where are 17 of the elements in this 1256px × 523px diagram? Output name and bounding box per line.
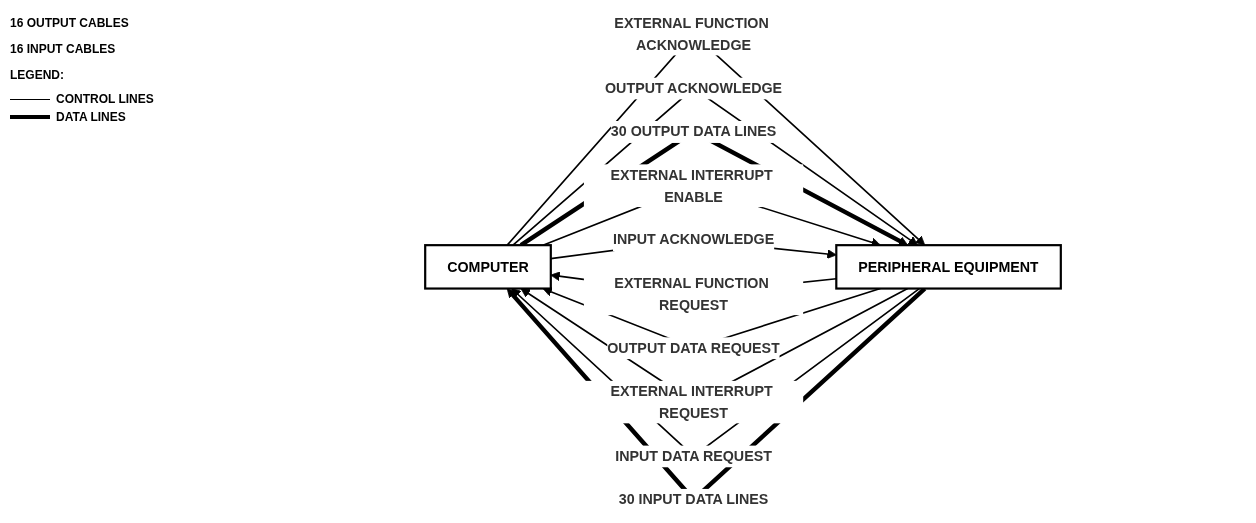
legend-text: DATA LINES — [56, 110, 126, 124]
legend-text: CONTROL LINES — [56, 92, 154, 106]
edge-label: EXTERNAL INTERRUPT ENABLE — [610, 166, 773, 205]
edge-label: 30 OUTPUT DATA LINES — [610, 123, 777, 140]
node-box: PERIPHERAL EQUIPMENT — [835, 244, 1062, 290]
note-text: LEGEND: — [10, 68, 64, 82]
edge-label: EXTERNAL FUNCTION REQUEST — [614, 274, 769, 313]
node-box: COMPUTER — [424, 244, 552, 290]
note-text: 16 INPUT CABLES — [10, 42, 116, 56]
edge-label: 30 INPUT DATA LINES — [618, 491, 769, 508]
note-text: 16 OUTPUT CABLES — [10, 16, 129, 30]
edge-label: INPUT DATA REQUEST — [615, 447, 772, 465]
edge-label: OUTPUT DATA REQUEST — [607, 339, 780, 356]
edge-label: OUTPUT ACKNOWLEDGE — [604, 79, 783, 97]
edge-label: EXTERNAL INTERRUPT REQUEST — [610, 382, 773, 421]
edge-label: INPUT ACKNOWLEDGE — [612, 231, 775, 248]
edge-label: EXTERNAL FUNCTION ACKNOWLEDGE — [614, 14, 769, 53]
